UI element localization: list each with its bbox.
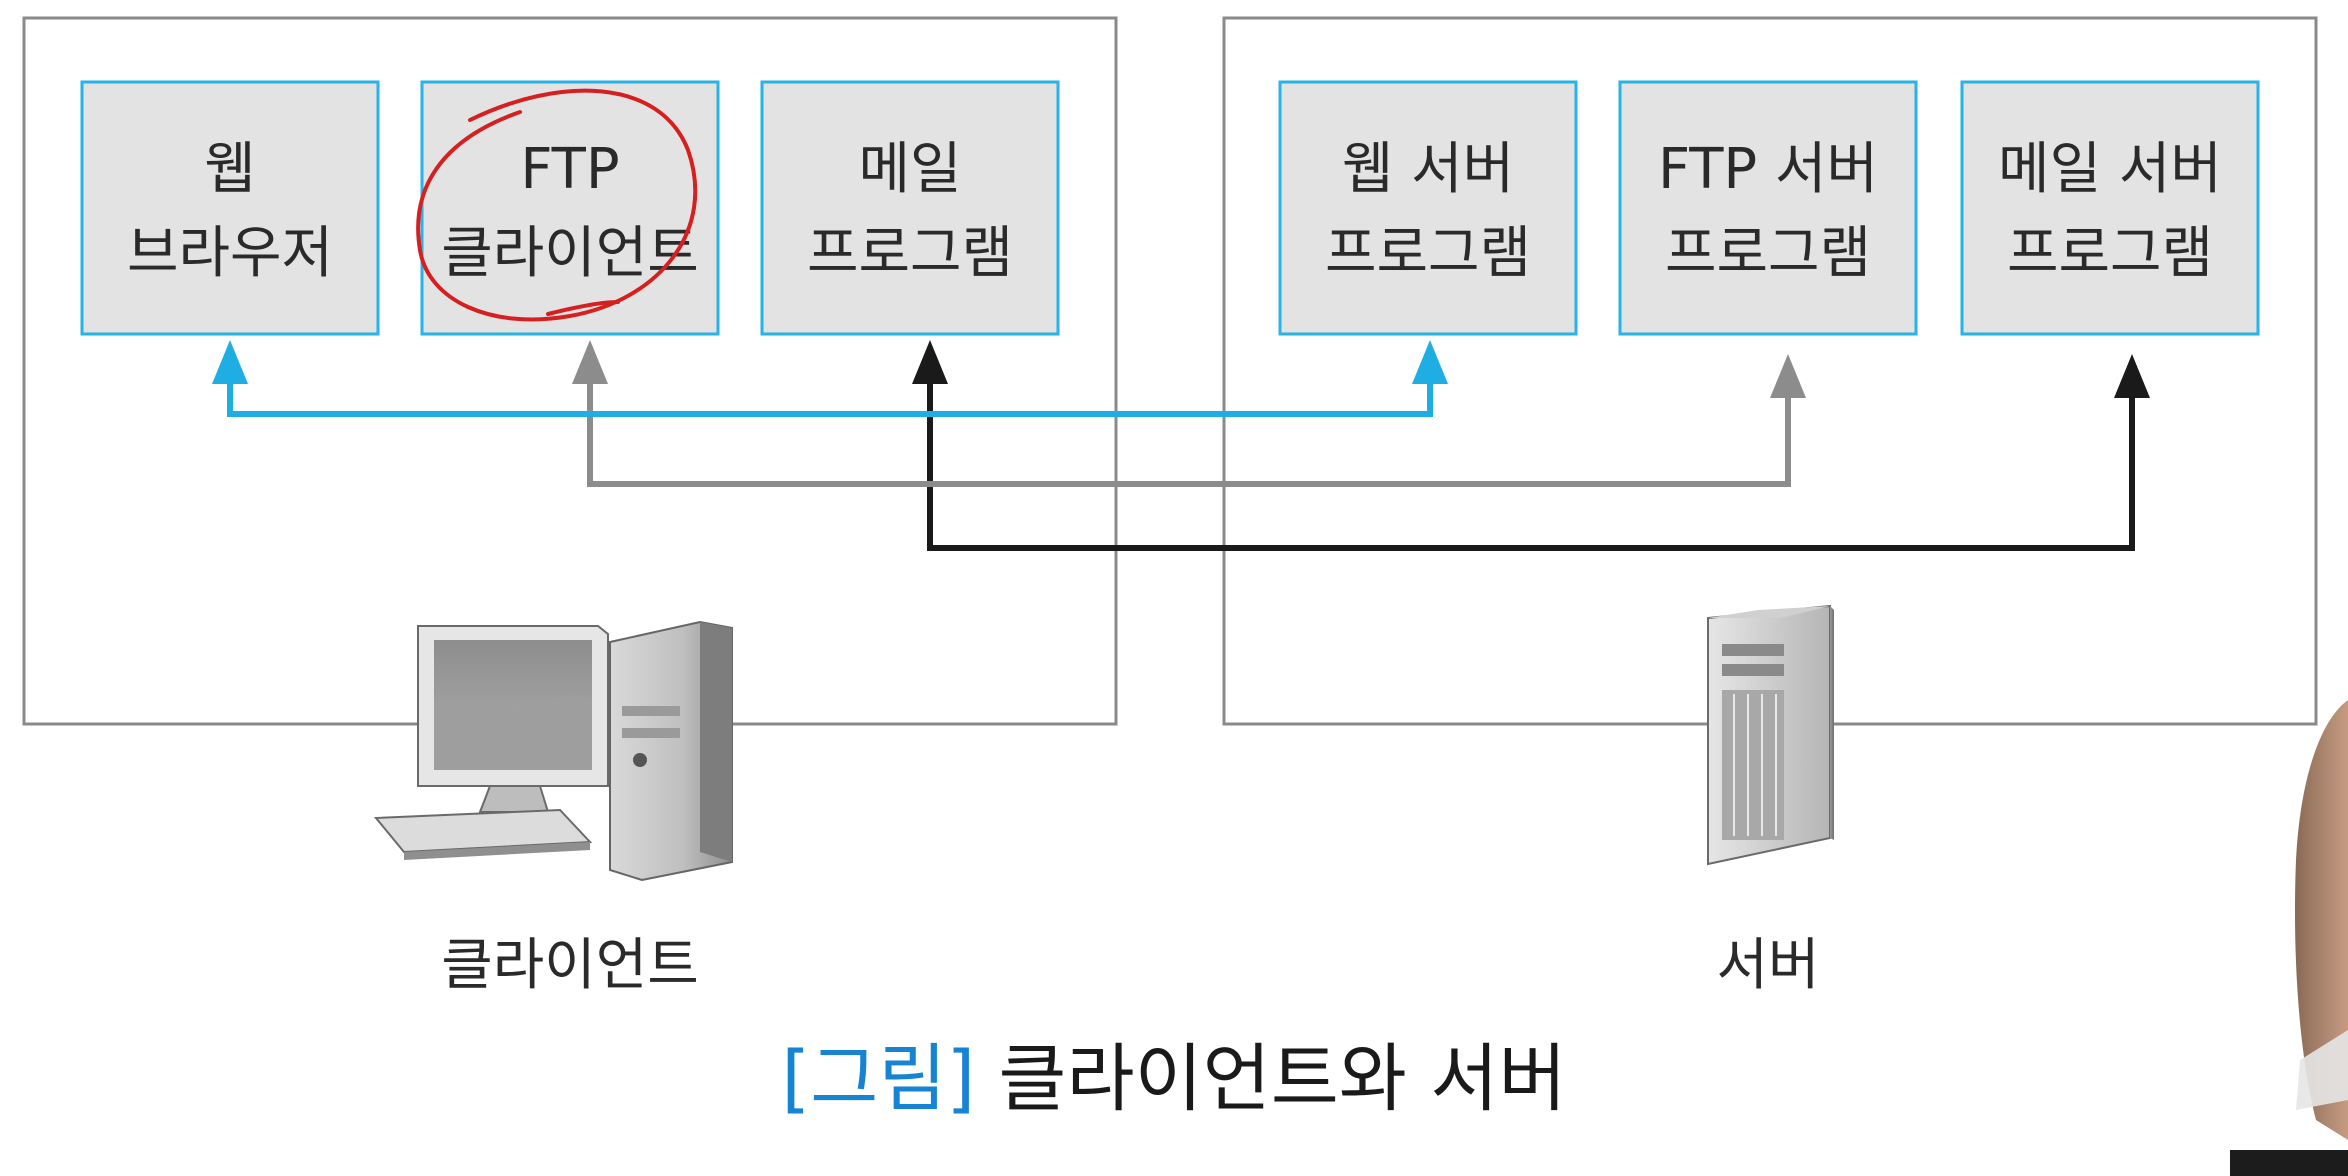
box-line2: 프로그램 <box>2007 221 2213 286</box>
box-line2: 프로그램 <box>1665 221 1871 286</box>
server-tower-icon <box>1707 604 1834 866</box>
box-mail-program: 메일 프로그램 <box>760 80 1060 336</box>
presenter-image <box>2230 700 2348 1176</box>
box-ftp-client: FTP 클라이언트 <box>420 80 720 336</box>
box-line1: 웹 <box>204 137 256 202</box>
box-ftp-server: FTP 서버 프로그램 <box>1618 80 1918 336</box>
desktop-computer-icon <box>373 620 733 882</box>
box-web-server: 웹 서버 프로그램 <box>1278 80 1578 336</box>
box-line1: 웹 서버 <box>1342 137 1514 202</box>
box-line1: 메일 <box>858 137 961 202</box>
box-line2: 브라우저 <box>127 221 333 286</box>
arrowhead-icon <box>572 340 608 384</box>
box-line2: 프로그램 <box>1325 221 1531 286</box>
box-web-browser: 웹 브라우저 <box>80 80 380 336</box>
arrowhead-icon <box>912 340 948 384</box>
connection-web <box>212 340 1448 417</box>
server-label: 서버 <box>1716 933 1819 998</box>
arrowhead-icon <box>2114 354 2150 398</box>
box-line2: 클라이언트 <box>441 221 699 286</box>
box-line1: FTP <box>520 137 619 202</box>
client-label: 클라이언트 <box>441 933 699 998</box>
box-mail-server: 메일 서버 프로그램 <box>1960 80 2260 336</box>
caption-text: 클라이언트와 서버 <box>998 1036 1566 1122</box>
annotation-circle-icon <box>416 88 698 322</box>
arrowhead-icon <box>1770 354 1806 398</box>
arrowhead-icon <box>1412 340 1448 384</box>
box-line1: 메일 서버 <box>1998 137 2222 202</box>
figure-caption: [그림] 클라이언트와 서버 <box>781 1036 1566 1122</box>
box-line2: 프로그램 <box>807 221 1013 286</box>
arrowhead-icon <box>212 340 248 384</box>
box-line1: FTP 서버 <box>1658 137 1878 202</box>
connection-ftp <box>572 340 1806 487</box>
caption-tag: [그림] <box>781 1036 975 1122</box>
connection-mail <box>912 340 2150 551</box>
